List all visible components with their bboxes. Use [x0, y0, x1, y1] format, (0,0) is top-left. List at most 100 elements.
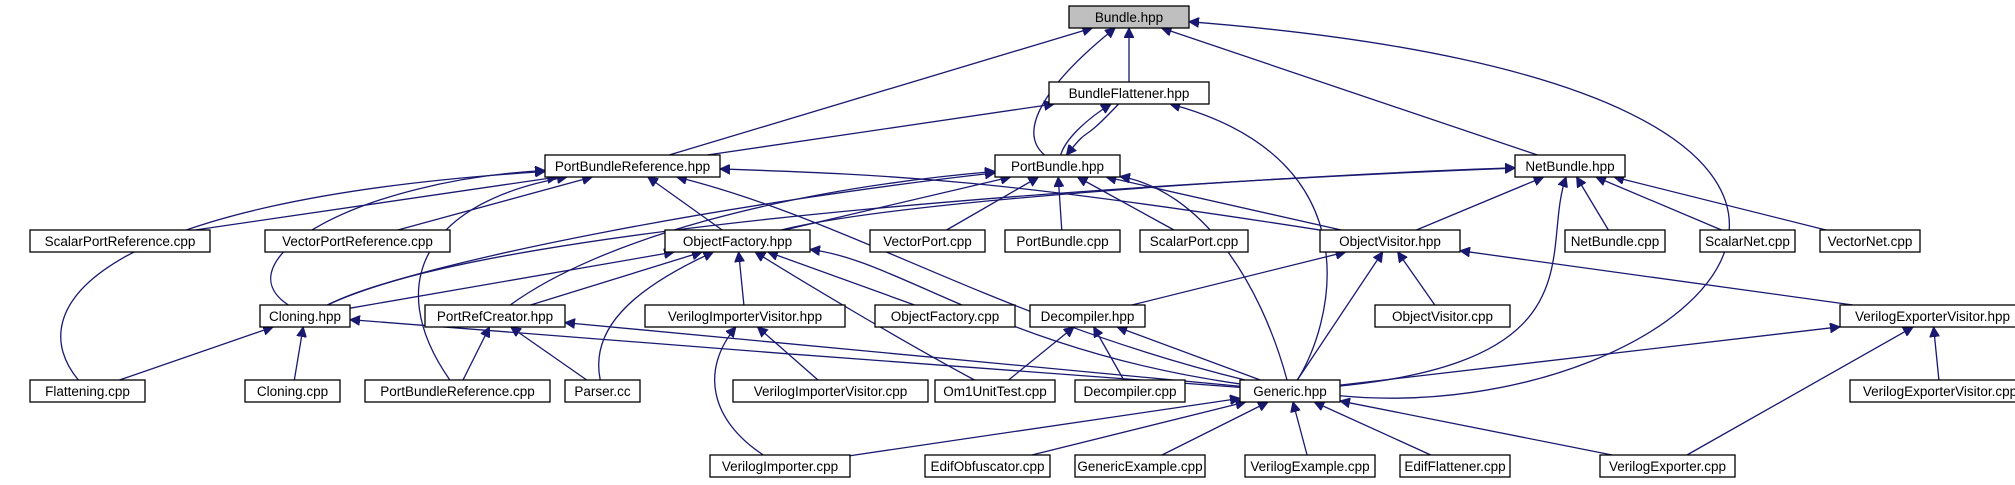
node-box — [1139, 229, 1249, 253]
node-box — [934, 379, 1056, 403]
node-box — [1074, 379, 1186, 403]
edge-decompiler-hpp-to-objectvisitor-hpp — [1131, 252, 1346, 306]
node-label: ObjectFactory.cpp — [891, 309, 1000, 324]
node-portbundlereference-cpp[interactable]: PortBundleReference.cpp — [364, 379, 551, 403]
node-scalarnet-cpp[interactable]: ScalarNet.cpp — [1699, 229, 1796, 253]
node-verilogimportervisitor-hpp[interactable]: VerilogImporterVisitor.hpp — [644, 304, 846, 328]
edge-portbundle-hpp-to-bundleflattener-hpp — [1060, 104, 1111, 156]
node-cloning-hpp[interactable]: Cloning.hpp — [259, 304, 351, 328]
node-label: Decompiler.hpp — [1041, 309, 1135, 324]
node-scalarport-cpp[interactable]: ScalarPort.cpp — [1139, 229, 1249, 253]
node-generic-hpp[interactable]: Generic.hpp — [1239, 379, 1341, 403]
node-label: VerilogImporter.cpp — [722, 459, 838, 474]
node-genericexample-cpp[interactable]: GenericExample.cpp — [1074, 454, 1206, 478]
node-box — [1074, 454, 1206, 478]
node-decompiler-hpp[interactable]: Decompiler.hpp — [1029, 304, 1146, 328]
node-box — [564, 379, 641, 403]
node-objectvisitor-hpp[interactable]: ObjectVisitor.hpp — [1319, 229, 1461, 253]
node-ediflattener-cpp[interactable]: EdifFlattener.cpp — [1399, 454, 1511, 478]
node-label: PortBundle.cpp — [1016, 234, 1108, 249]
edge-verilogexample-cpp-to-generic-hpp — [1293, 402, 1308, 456]
node-label: PortBundleReference.hpp — [555, 159, 710, 174]
node-label: ScalarPortReference.cpp — [45, 234, 196, 249]
node-portbundle-hpp[interactable]: PortBundle.hpp — [994, 154, 1121, 178]
edge-verilogimportervisitor-cpp-to-verilogimportervisitor-hpp — [758, 327, 819, 381]
node-verilogexportervisitor-hpp[interactable]: VerilogExporterVisitor.hpp — [1839, 304, 2015, 328]
node-box — [994, 154, 1121, 178]
node-label: VectorPortReference.cpp — [282, 234, 433, 249]
node-label: VerilogImporterVisitor.cpp — [754, 384, 908, 399]
edge-cloning-cpp-to-cloning-hpp — [293, 327, 303, 381]
node-objectfactory-cpp[interactable]: ObjectFactory.cpp — [874, 304, 1016, 328]
node-box — [29, 229, 211, 253]
node-label: VerilogExporter.cpp — [1609, 459, 1726, 474]
node-portrefcreator-hpp[interactable]: PortRefCreator.hpp — [424, 304, 566, 328]
node-label: ObjectVisitor.hpp — [1339, 234, 1441, 249]
node-om1unittest-cpp[interactable]: Om1UnitTest.cpp — [934, 379, 1056, 403]
edge-verilogexportervisitor-hpp-to-objectvisitor-hpp — [1460, 251, 1854, 306]
edge-portbundlereference-cpp-to-portrefcreator-hpp — [462, 327, 491, 381]
node-box — [1374, 304, 1511, 328]
node-portbundlereference-hpp[interactable]: PortBundleReference.hpp — [544, 154, 721, 178]
node-label: EdifObfuscator.cpp — [930, 459, 1044, 474]
node-box — [424, 304, 566, 328]
edge-om1unittest-cpp-to-decompiler-hpp — [1008, 327, 1074, 381]
node-netbundle-cpp[interactable]: NetBundle.cpp — [1564, 229, 1666, 253]
node-verilogexportervisitor-cpp[interactable]: VerilogExporterVisitor.cpp — [1849, 379, 2015, 403]
node-label: Cloning.cpp — [257, 384, 328, 399]
edge-generic-hpp-to-bundle-hpp — [1189, 22, 1730, 399]
node-label: Decompiler.cpp — [1083, 384, 1176, 399]
node-label: ScalarNet.cpp — [1705, 234, 1790, 249]
node-parser-cc[interactable]: Parser.cc — [564, 379, 641, 403]
node-label: EdifFlattener.cpp — [1404, 459, 1505, 474]
edge-vectorportreference-cpp-to-portbundlereference-hpp — [397, 177, 592, 231]
edge-verilogimporter-cpp-to-generic-hpp — [849, 398, 1240, 457]
edge-verilogexportervisitor-cpp-to-verilogexportervisitor-hpp — [1934, 327, 1939, 381]
node-box — [544, 154, 721, 178]
node-netbundle-hpp[interactable]: NetBundle.hpp — [1514, 154, 1626, 178]
node-objectvisitor-cpp[interactable]: ObjectVisitor.cpp — [1374, 304, 1511, 328]
node-decompiler-cpp[interactable]: Decompiler.cpp — [1074, 379, 1186, 403]
node-label: PortRefCreator.hpp — [437, 309, 553, 324]
edge-genericexample-cpp-to-generic-hpp — [1161, 401, 1268, 456]
edge-verilogimportervisitor-hpp-to-objectfactory-hpp — [739, 252, 744, 306]
node-box — [644, 304, 846, 328]
edge-portbundlereference-hpp-to-bundle-hpp — [668, 28, 1092, 156]
node-box — [1599, 454, 1736, 478]
edge-ediflattener-cpp-to-generic-hpp — [1314, 402, 1432, 456]
node-flattening-cpp[interactable]: Flattening.cpp — [29, 379, 146, 403]
node-verilogimportervisitor-cpp[interactable]: VerilogImporterVisitor.cpp — [732, 379, 929, 403]
edge-cloning-hpp-to-netbundle-hpp — [327, 168, 1515, 306]
edge-cloning-hpp-to-objectfactory-hpp — [349, 252, 674, 309]
edge-objectfactory-cpp-to-objectfactory-hpp — [768, 252, 915, 306]
edge-objectfactory-hpp-to-portbundlereference-hpp — [648, 177, 723, 231]
node-box — [1004, 229, 1121, 253]
node-verilogexample-cpp[interactable]: VerilogExample.cpp — [1244, 454, 1376, 478]
node-portbundle-cpp[interactable]: PortBundle.cpp — [1004, 229, 1121, 253]
edge-scalarport-cpp-to-portbundle-hpp — [1078, 176, 1175, 231]
node-verilogimporter-cpp[interactable]: VerilogImporter.cpp — [709, 454, 851, 478]
node-bundleflattener-hpp[interactable]: BundleFlattener.hpp — [1048, 81, 1210, 105]
node-vectorport-cpp[interactable]: VectorPort.cpp — [869, 229, 986, 253]
node-box — [924, 454, 1051, 478]
node-box — [1819, 229, 1921, 253]
node-vectornet-cpp[interactable]: VectorNet.cpp — [1819, 229, 1921, 253]
node-label: PortBundle.hpp — [1011, 159, 1104, 174]
node-verilogexporter-cpp[interactable]: VerilogExporter.cpp — [1599, 454, 1736, 478]
node-label: Cloning.hpp — [269, 309, 341, 324]
node-box — [264, 229, 451, 253]
node-cloning-cpp[interactable]: Cloning.cpp — [244, 379, 341, 403]
node-objectfactory-hpp[interactable]: ObjectFactory.hpp — [664, 229, 811, 253]
edge-om1unittest-cpp-to-objectfactory-hpp — [755, 252, 975, 381]
edge-portbundlereference-hpp-to-bundleflattener-hpp — [707, 104, 1054, 156]
node-box — [1244, 454, 1376, 478]
edge-generic-hpp-to-portrefcreator-hpp — [565, 323, 1241, 387]
node-scalarportreference-cpp[interactable]: ScalarPortReference.cpp — [29, 229, 211, 253]
node-label: ObjectVisitor.cpp — [1392, 309, 1493, 324]
node-edifobfuscator-cpp[interactable]: EdifObfuscator.cpp — [924, 454, 1051, 478]
node-bundle-hpp: Bundle.hpp — [1068, 5, 1190, 29]
node-vectorportreference-cpp[interactable]: VectorPortReference.cpp — [264, 229, 451, 253]
edge-generic-hpp-to-verilogexportervisitor-hpp — [1339, 327, 1840, 386]
node-label: Generic.hpp — [1253, 384, 1327, 399]
